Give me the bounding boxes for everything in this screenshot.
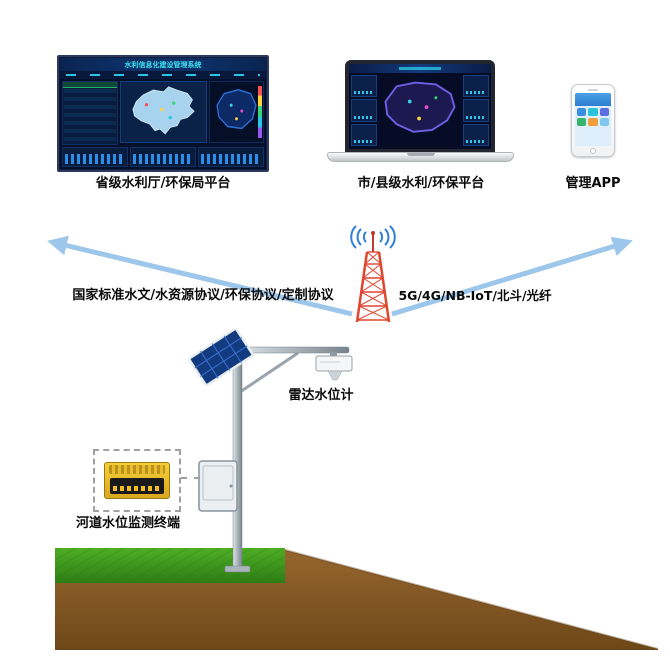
table-header bbox=[63, 82, 117, 88]
laptop-right-panels bbox=[463, 75, 489, 146]
terminal-fins bbox=[109, 465, 165, 474]
table-rows bbox=[64, 89, 116, 143]
soil-slope-edge bbox=[284, 549, 659, 650]
monitor-right-map bbox=[209, 81, 264, 143]
radar-label: 雷达水位计 bbox=[288, 388, 354, 403]
monitor-china-map bbox=[120, 81, 207, 143]
app-icon bbox=[599, 108, 609, 116]
monitor-title: 水利信息化建设管理系统 bbox=[124, 61, 202, 69]
provincial-platform-monitor: 水利信息化建设管理系统 bbox=[57, 55, 269, 172]
phone-speaker bbox=[588, 89, 598, 91]
terminal-ports bbox=[113, 486, 161, 491]
pole-control-box bbox=[198, 460, 238, 512]
terminal-callout-box bbox=[93, 449, 181, 512]
water-level-terminal-device bbox=[104, 462, 170, 499]
laptop-left-panels bbox=[351, 75, 377, 146]
protocol-label: 国家标准水文/水资源协议/环保协议/定制协议 bbox=[72, 288, 334, 303]
app-icon bbox=[577, 108, 587, 116]
home-button bbox=[590, 148, 596, 154]
phone-screen bbox=[575, 93, 611, 146]
china-map-graphic bbox=[132, 86, 195, 135]
laptop-region-map bbox=[378, 75, 462, 146]
terminal-front-panel bbox=[110, 478, 164, 494]
solar-panel bbox=[188, 327, 254, 387]
app-icon bbox=[588, 118, 598, 126]
monitor-screen: 水利信息化建设管理系统 bbox=[60, 58, 266, 169]
management-app-phone bbox=[571, 84, 615, 157]
laptop-dashboard-header bbox=[349, 64, 491, 73]
mini-bar-chart bbox=[130, 147, 196, 167]
app-icon bbox=[588, 108, 598, 116]
monitor-nav-strip bbox=[60, 71, 266, 79]
terminal-label: 河道水位监测终端 bbox=[75, 516, 180, 531]
city-platform-label: 市/县级水利/环保平台 bbox=[357, 176, 485, 191]
laptop-notch bbox=[406, 153, 435, 156]
monitor-bottom-charts bbox=[62, 147, 264, 167]
monitoring-pole bbox=[224, 342, 350, 573]
app-icon-grid bbox=[575, 106, 611, 128]
app-banner bbox=[575, 93, 611, 106]
radar-sensor bbox=[315, 352, 353, 381]
map-legend bbox=[258, 86, 262, 138]
monitor-left-table bbox=[62, 81, 118, 145]
protocol-arrow bbox=[47, 235, 353, 317]
management-app-label: 管理APP bbox=[565, 176, 621, 191]
laptop-base bbox=[327, 152, 514, 162]
app-icon bbox=[577, 118, 587, 126]
mini-bar-chart bbox=[62, 147, 128, 167]
network-arrow bbox=[391, 236, 633, 317]
provincial-platform-label: 省级水利厅/环保局平台 bbox=[95, 176, 231, 191]
soil-bank bbox=[55, 550, 658, 650]
mini-bar-chart bbox=[198, 147, 264, 167]
signal-tower bbox=[355, 231, 391, 323]
city-platform-laptop-screen bbox=[345, 60, 495, 153]
signal-waves-icon bbox=[350, 225, 396, 249]
laptop-map-graphic bbox=[384, 81, 456, 133]
callout-dashed-line bbox=[181, 477, 200, 479]
network-label: 5G/4G/NB-IoT/北斗/光纤 bbox=[398, 288, 552, 303]
app-icon bbox=[599, 118, 609, 126]
region-map-graphic bbox=[216, 88, 257, 130]
grass-texture bbox=[55, 548, 285, 583]
monitor-topbar bbox=[60, 58, 266, 71]
